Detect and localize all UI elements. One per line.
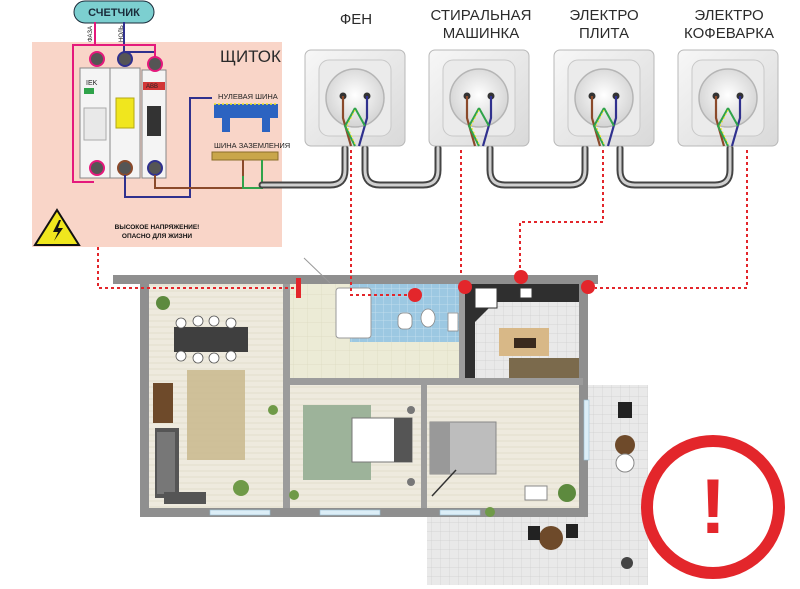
washing-machine [447, 312, 459, 332]
appliance-label-stove-line2: ПЛИТА [579, 25, 629, 42]
appliance-label-stove-line1: ЭЛЕКТРО [569, 7, 638, 24]
appliance-labels: ФЕН СТИРАЛЬНАЯ МАШИНКА ЭЛЕКТРО ПЛИТА ЭЛЕ… [340, 7, 774, 42]
sink [397, 312, 413, 330]
plant-icon [233, 480, 249, 496]
rcd-lever [115, 97, 135, 129]
phase-wire [465, 96, 477, 147]
dining-chairs [175, 315, 237, 364]
socket-marker-coffee [581, 280, 595, 294]
lamp-icon [621, 557, 633, 569]
plant-icon [289, 490, 299, 500]
breaker-brand-label: IEK [86, 80, 98, 87]
windows [209, 399, 590, 516]
neutral-wire [606, 96, 618, 147]
stove [474, 287, 498, 309]
rcd-module: IEK [79, 67, 111, 179]
bathtub [335, 287, 372, 339]
appliance-label-washer-line2: МАШИНКА [443, 25, 520, 42]
socket-icon [449, 68, 509, 128]
phase-wire [714, 96, 726, 147]
phase-wire [590, 96, 602, 147]
electrical-panel: ЩИТОК СЧЕТЧИК ФАЗА НОЛЬ IEK ABB [32, 0, 290, 247]
plant-icon [558, 484, 576, 502]
sockets [304, 49, 779, 147]
ground-wire [716, 107, 739, 147]
warning-text-line2: ОПАСНО ДЛЯ ЖИЗНИ [122, 233, 192, 240]
warning-text-line1: ВЫСОКОЕ НАПРЯЖЕНИЕ! [115, 224, 200, 231]
lamp-stand [431, 469, 457, 497]
breaker-lever [147, 106, 161, 136]
socket-icon [574, 68, 634, 128]
ground-wire [343, 107, 366, 147]
neutral-wire-label: НОЛЬ [119, 25, 125, 42]
dining-table [174, 327, 248, 352]
socket-washer [428, 49, 530, 147]
interior-wall [283, 378, 583, 385]
lightning-icon [53, 220, 63, 241]
interior-wall [421, 385, 427, 508]
dotted-connectors [97, 150, 748, 296]
high-voltage-warning: ВЫСОКОЕ НАПРЯЖЕНИЕ! ОПАСНО ДЛЯ ЖИЗНИ [33, 208, 200, 246]
right-wall [579, 275, 588, 517]
socket-marker-dryer [408, 288, 422, 302]
socket-icon [698, 68, 758, 128]
rcd-brand-label: ABB [146, 84, 158, 90]
phase-wire [72, 22, 96, 183]
meter-badge [73, 0, 155, 24]
neutral-wire [481, 96, 493, 147]
ground-wire [592, 107, 615, 147]
phase-wire-label: ФАЗА [88, 26, 94, 42]
ground-bus-bar [211, 151, 279, 161]
balcony-chair [618, 402, 632, 418]
socket-stove [553, 49, 655, 147]
socket-marker-stove [514, 270, 528, 284]
socket-marker-washer [458, 280, 472, 294]
lamp-icon [407, 478, 415, 486]
ground-wire [467, 107, 490, 147]
appliance-label-coffee-line1: ЭЛЕКТРО [694, 7, 763, 24]
panel-title: ЩИТОК [220, 47, 281, 66]
neutral-wire [357, 96, 369, 147]
socket-coffee [677, 49, 779, 147]
plant-icon [268, 405, 278, 415]
appliance-label-coffee-line2: КОФЕВАРКА [684, 25, 774, 42]
neutral-bus-bar [214, 104, 278, 118]
desk [524, 485, 548, 501]
interior-wall [459, 284, 465, 378]
terminals [89, 51, 163, 176]
door-swing [303, 257, 331, 284]
appliance-label-washer-line1: СТИРАЛЬНАЯ [431, 7, 532, 24]
main-cable [258, 144, 734, 189]
warning-circle-icon [641, 435, 785, 579]
balcony-table [539, 526, 563, 550]
kitchen-sofa [509, 358, 579, 378]
balcony-table [615, 435, 635, 455]
prohibition-sign: ! [641, 435, 785, 579]
socket-icon [325, 68, 385, 128]
ground-bus-label: ШИНА ЗАЗЕМЛЕНИЯ [214, 141, 290, 150]
living-rug [187, 370, 245, 460]
plant-icon [485, 507, 495, 517]
neutral-bus-label: НУЛЕВАЯ ШИНА [218, 92, 278, 101]
coffee-machine [519, 287, 533, 299]
left-wall [140, 275, 149, 515]
meter-label: СЧЕТЧИК [88, 7, 140, 19]
rcd-yellow-module [109, 67, 141, 179]
circuit-breaker: ABB [141, 69, 167, 179]
interior-wall [283, 284, 290, 508]
plant-icon [156, 296, 170, 310]
floor-plan [113, 257, 648, 585]
lamp-icon [407, 406, 415, 414]
toilet [420, 308, 436, 328]
appliance-label-dryer: ФЕН [340, 11, 372, 28]
exclamation-icon: ! [700, 462, 726, 550]
neutral-wire [730, 96, 742, 147]
panel-location-marker [296, 278, 301, 298]
cabinet [153, 383, 173, 423]
socket-dryer [304, 49, 406, 147]
top-wall [113, 275, 598, 284]
phase-wire [341, 96, 353, 147]
